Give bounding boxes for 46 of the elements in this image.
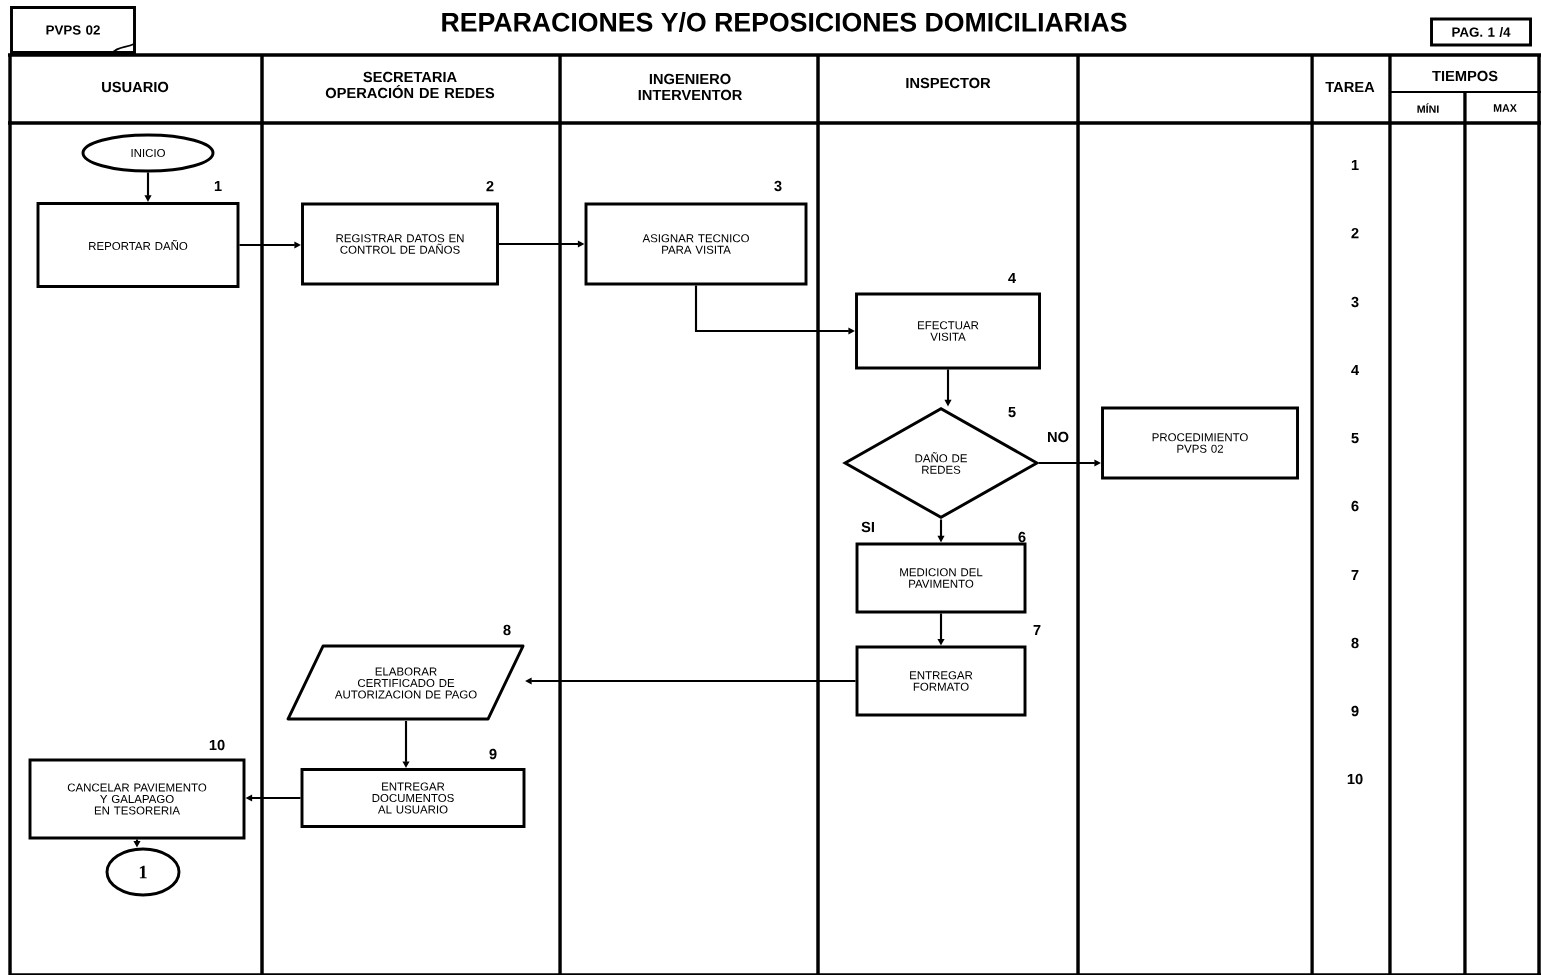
process-box: CANCELAR PAVIEMENTO Y GALAPAGO EN TESORERIA [28, 758, 246, 840]
step-number: 8 [503, 624, 511, 636]
step-number: 7 [1033, 625, 1041, 636]
task-number: 7 [1351, 569, 1359, 581]
column-header: TIEMPOS [1432, 70, 1498, 82]
task-number: 9 [1351, 705, 1359, 717]
process-box: ENTREGAR DOCUMENTOS AL USUARIO [300, 768, 526, 828]
task-number: 5 [1351, 432, 1359, 444]
arrow [1039, 459, 1101, 467]
step-number: 1 [214, 180, 222, 192]
process-box: EFECTUAR VISITA [855, 292, 1041, 370]
lane-header: INGENIERO INTERVENTOR [638, 73, 742, 101]
page-connector: 1 [105, 847, 181, 897]
process-box: PROCEDIMIENTO PVPS 02 [1101, 406, 1299, 480]
process-box: REGISTRAR DATOS EN CONTROL DE DAÑOS [301, 202, 499, 286]
title: REPARACIONES Y/O REPOSICIONES DOMICILIARIAS [442, 12, 1127, 32]
task-number: 4 [1351, 364, 1359, 376]
step-number: 2 [486, 180, 494, 192]
start-terminal: INICIO [81, 133, 215, 173]
task-number: 6 [1351, 500, 1359, 512]
process-box: ASIGNAR TECNICO PARA VISITA [584, 202, 808, 286]
step-number: 3 [774, 180, 782, 192]
task-number: 2 [1351, 227, 1359, 239]
lane-header: USUARIO [102, 81, 169, 93]
column-header: MAX [1493, 104, 1517, 112]
column-header: TAREA [1325, 81, 1375, 93]
step-number: 9 [489, 748, 497, 760]
step-number: 10 [209, 739, 225, 751]
lane-header: SECRETARIA OPERACIÓN DE REDES [325, 71, 495, 99]
step-number: 5 [1008, 406, 1016, 418]
page-number-box: PAG. 1 /4 [1430, 17, 1532, 47]
document-parallelogram: ELABORAR CERTIFICADO DE AUTORIZACION DE PAGO [286, 644, 525, 721]
lane-header: INSPECTOR [906, 77, 991, 89]
task-number: 3 [1351, 296, 1359, 308]
process-box: REPORTAR DAÑO [36, 202, 240, 288]
edge-label: NO [1045, 430, 1071, 444]
page-code-box: PVPS 02 [10, 6, 136, 54]
task-number: 10 [1347, 773, 1363, 785]
process-box: MEDICION DEL PAVIMENTO [855, 542, 1027, 614]
task-number: 8 [1351, 637, 1359, 649]
column-header: MÍNI [1417, 103, 1439, 113]
process-box: ENTREGAR FORMATO [855, 645, 1027, 717]
task-number: 1 [1351, 159, 1359, 171]
step-number: 4 [1008, 272, 1016, 284]
edge-label: SI [859, 520, 877, 534]
step-number: 6 [1018, 531, 1026, 543]
